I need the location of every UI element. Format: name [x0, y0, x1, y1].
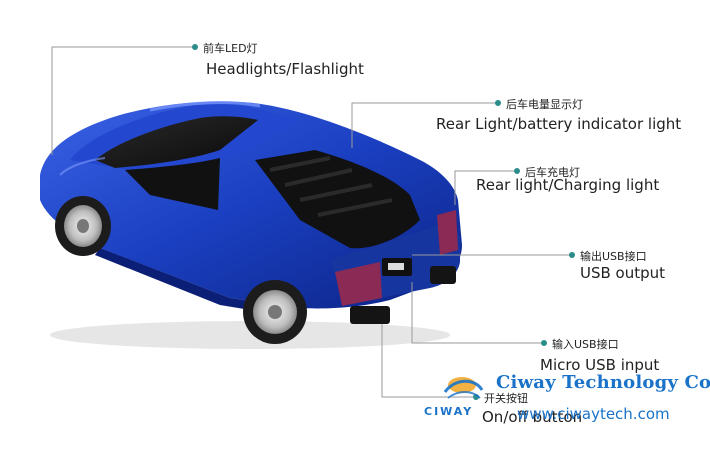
callout-dot-micro-usb — [541, 340, 547, 346]
car-side-window — [125, 158, 220, 210]
rear-diffuser-left — [350, 306, 390, 324]
usb-output-cn-label: 输出USB接口 — [580, 250, 647, 263]
rear-wheel — [243, 280, 307, 344]
headlights-cn-label: 前车LED灯 — [203, 42, 258, 55]
rear-battery-en-label: Rear Light/battery indicator light — [436, 115, 682, 133]
callout-dot-onoff — [473, 394, 479, 400]
watermark-company-name: Ciway Technology Co.,Ltd — [496, 372, 710, 393]
usb-output-en-label: USB output — [580, 264, 666, 282]
callout-dot-rear-charging — [514, 168, 520, 174]
callout-dot-usb-output — [569, 252, 575, 258]
callout-dot-headlights — [192, 44, 198, 50]
watermark-logo-text: CIWAY — [424, 405, 474, 418]
onoff-cn-label: 开关按钮 — [484, 392, 528, 405]
leader-lines — [51, 46, 572, 398]
watermark-url: www.ciwaytech.com — [517, 405, 670, 423]
car-windshield — [95, 116, 258, 168]
rear-battery-cn-label: 后车电量显示灯 — [506, 98, 583, 111]
rear-light-right — [437, 210, 458, 255]
micro-usb-cn-label: 输入USB接口 — [552, 338, 619, 351]
car-rear-louvres — [255, 150, 420, 249]
rear-diffuser-right — [430, 266, 456, 284]
front-wheel — [55, 196, 111, 256]
headlights-en-label: Headlights/Flashlight — [206, 60, 364, 78]
rear-charging-cn-label: 后车充电灯 — [525, 166, 580, 179]
onoff-en-label: On/off button — [482, 408, 583, 426]
rear-charging-en-label: Rear light/Charging light — [476, 176, 660, 194]
micro-usb-en-label: Micro USB input — [540, 356, 660, 374]
callout-dot-rear-battery — [495, 100, 501, 106]
rear-light-left — [335, 262, 382, 306]
